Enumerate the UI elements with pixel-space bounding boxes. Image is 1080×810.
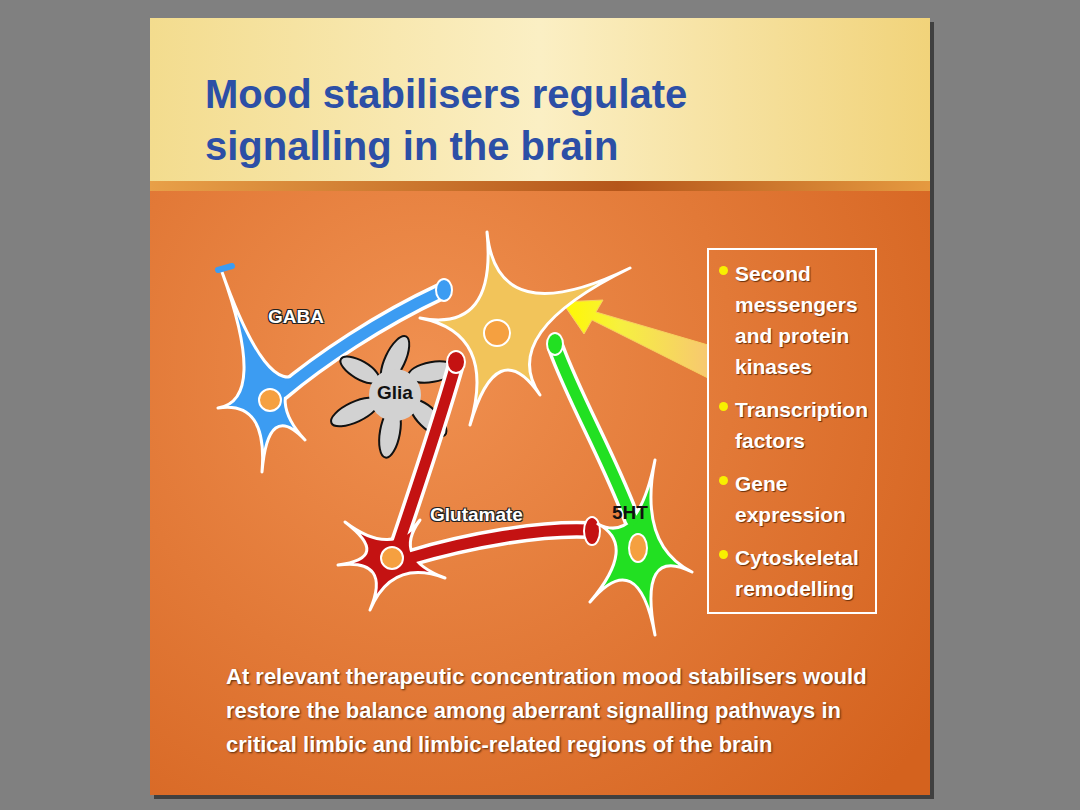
- glia-label: Glia: [377, 382, 413, 404]
- glutamate-axon: [398, 368, 588, 558]
- bullet-text: Second messengers and protein kinases: [735, 258, 867, 382]
- bullet-dot: [719, 402, 728, 411]
- nucleus: [259, 389, 281, 411]
- slide-caption: At relevant therapeutic concentration mo…: [226, 660, 876, 762]
- bullet-item: Transcription factors: [715, 394, 867, 456]
- bullet-text: Transcription factors: [735, 394, 867, 456]
- bullet-dot: [719, 266, 728, 275]
- bullet-text: Gene expression: [735, 468, 867, 530]
- neuron-label: Glutamate: [430, 504, 523, 526]
- axon-terminal: [436, 279, 452, 301]
- nucleus: [629, 534, 647, 562]
- title-band: [150, 18, 930, 184]
- bullet-dot: [719, 550, 728, 559]
- bullet-box: Second messengers and protein kinasesTra…: [707, 248, 877, 614]
- bullet-item: Second messengers and protein kinases: [715, 258, 867, 382]
- title-separator: [150, 181, 930, 191]
- serotonin-axon: [556, 348, 632, 520]
- dendrite-hook: [218, 266, 232, 270]
- glia-body: [369, 369, 421, 421]
- nucleus: [484, 320, 510, 346]
- axon-terminal: [547, 333, 563, 355]
- bullet-text: Cytoskeletal remodelling: [735, 542, 867, 604]
- axon-outline: [556, 348, 632, 520]
- bullet-dot: [719, 476, 728, 485]
- pointer-arrow: [562, 300, 708, 378]
- bullet-item: Gene expression: [715, 468, 867, 530]
- bullet-item: Cytoskeletal remodelling: [715, 542, 867, 604]
- axon-terminal: [447, 351, 465, 373]
- serotonin-neuron: [590, 460, 692, 635]
- glutamate-neuron: [338, 520, 445, 610]
- axon-outline: [398, 368, 588, 558]
- slide-body: [150, 18, 930, 795]
- axon-terminal: [584, 517, 600, 545]
- neuron-label: GABA: [268, 306, 324, 328]
- nucleus: [381, 547, 403, 569]
- gaba-neuron: [218, 272, 305, 472]
- slide-title: Mood stabilisers regulate signalling in …: [205, 68, 785, 172]
- neuron-label: 5HT: [612, 502, 648, 524]
